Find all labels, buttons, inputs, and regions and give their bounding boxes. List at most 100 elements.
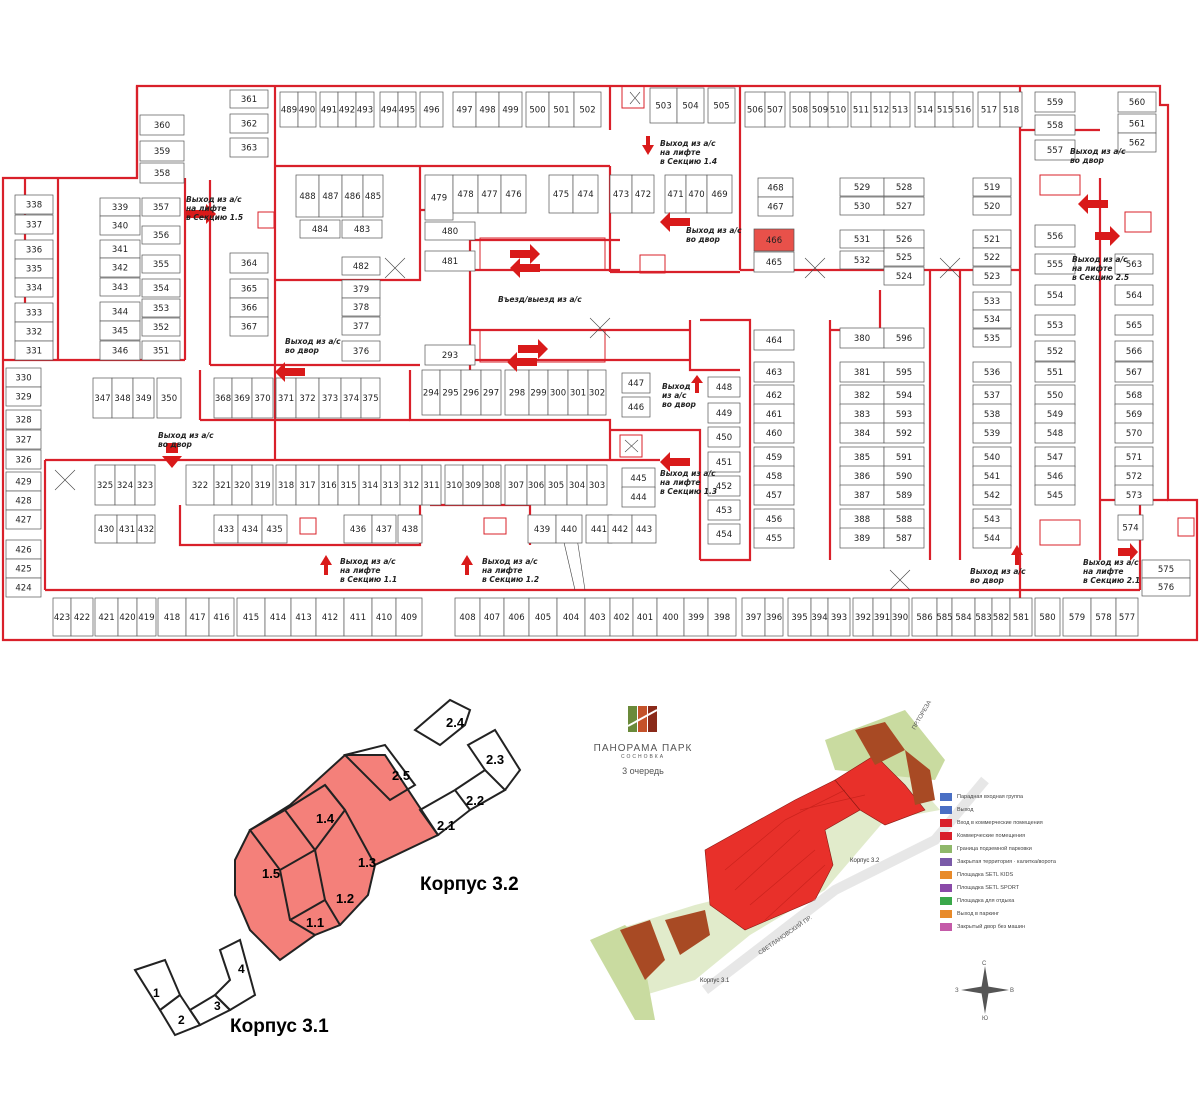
- parking-space-390[interactable]: 390: [890, 597, 910, 637]
- parking-space-535[interactable]: 535: [972, 328, 1012, 348]
- parking-space-399[interactable]: 399: [683, 597, 709, 637]
- parking-space-479[interactable]: 479: [424, 174, 454, 221]
- parking-space-489[interactable]: 489: [279, 91, 299, 128]
- parking-space-577[interactable]: 577: [1115, 597, 1139, 637]
- parking-space-509[interactable]: 509: [809, 91, 831, 128]
- parking-space-574[interactable]: 574: [1117, 514, 1144, 541]
- parking-space-446[interactable]: 446: [621, 396, 651, 418]
- parking-space-560[interactable]: 560: [1117, 91, 1157, 113]
- parking-space-576[interactable]: 576: [1141, 577, 1191, 597]
- parking-space-444[interactable]: 444: [621, 486, 656, 508]
- parking-space-507[interactable]: 507: [764, 91, 786, 128]
- parking-space-293[interactable]: 293: [424, 344, 476, 366]
- parking-space-570[interactable]: 570: [1114, 422, 1154, 444]
- parking-space-314[interactable]: 314: [358, 464, 382, 506]
- parking-space-566[interactable]: 566: [1114, 340, 1154, 362]
- parking-space-332[interactable]: 332: [14, 321, 54, 342]
- parking-space-425[interactable]: 425: [5, 558, 42, 579]
- parking-space-345[interactable]: 345: [99, 320, 141, 341]
- parking-space-497[interactable]: 497: [452, 91, 477, 128]
- parking-space-386[interactable]: 386: [839, 465, 885, 487]
- parking-space-371[interactable]: 371: [275, 377, 297, 419]
- parking-space-561[interactable]: 561: [1117, 113, 1157, 134]
- parking-space-445[interactable]: 445: [621, 467, 656, 489]
- parking-space-328[interactable]: 328: [5, 409, 42, 430]
- parking-space-470[interactable]: 470: [685, 174, 708, 214]
- parking-space-378[interactable]: 378: [341, 297, 381, 317]
- parking-space-368[interactable]: 368: [213, 377, 233, 419]
- parking-space-590[interactable]: 590: [883, 465, 925, 487]
- parking-space-336[interactable]: 336: [14, 239, 54, 260]
- parking-space-317[interactable]: 317: [295, 464, 320, 506]
- parking-space-583[interactable]: 583: [974, 597, 993, 637]
- parking-space-398[interactable]: 398: [707, 597, 737, 637]
- parking-space-387[interactable]: 387: [839, 484, 885, 506]
- parking-space-369[interactable]: 369: [231, 377, 253, 419]
- parking-space-529[interactable]: 529: [839, 177, 885, 197]
- parking-space-380[interactable]: 380: [839, 327, 885, 349]
- parking-space-525[interactable]: 525: [883, 247, 925, 267]
- parking-space-443[interactable]: 443: [631, 514, 657, 544]
- parking-space-464[interactable]: 464: [753, 329, 795, 351]
- parking-space-450[interactable]: 450: [707, 426, 741, 448]
- parking-space-388[interactable]: 388: [839, 508, 885, 530]
- parking-space-353[interactable]: 353: [141, 298, 181, 318]
- parking-space-548[interactable]: 548: [1034, 422, 1076, 444]
- parking-space-439[interactable]: 439: [527, 514, 557, 544]
- parking-space-302[interactable]: 302: [587, 369, 607, 416]
- parking-space-478[interactable]: 478: [452, 174, 479, 214]
- parking-space-513[interactable]: 513: [889, 91, 911, 128]
- parking-space-453[interactable]: 453: [707, 499, 741, 521]
- parking-space-547[interactable]: 547: [1034, 446, 1076, 468]
- parking-space-534[interactable]: 534: [972, 309, 1012, 329]
- parking-space-487[interactable]: 487: [318, 174, 343, 218]
- parking-space-533[interactable]: 533: [972, 291, 1012, 311]
- parking-space-410[interactable]: 410: [371, 597, 397, 637]
- parking-space-499[interactable]: 499: [498, 91, 523, 128]
- parking-space-486[interactable]: 486: [341, 174, 364, 218]
- parking-space-505[interactable]: 505: [707, 87, 736, 124]
- parking-space-394[interactable]: 394: [810, 597, 829, 637]
- parking-space-447[interactable]: 447: [621, 372, 651, 394]
- parking-space-472[interactable]: 472: [631, 174, 655, 214]
- parking-space-429[interactable]: 429: [5, 471, 42, 492]
- parking-space-413[interactable]: 413: [290, 597, 317, 637]
- parking-space-550[interactable]: 550: [1034, 384, 1076, 406]
- parking-space-303[interactable]: 303: [586, 464, 608, 506]
- parking-space-448[interactable]: 448: [707, 376, 741, 398]
- parking-space-579[interactable]: 579: [1062, 597, 1092, 637]
- parking-space-417[interactable]: 417: [185, 597, 210, 637]
- parking-space-564[interactable]: 564: [1114, 284, 1154, 306]
- parking-space-338[interactable]: 338: [14, 194, 54, 215]
- parking-space-343[interactable]: 343: [99, 277, 141, 297]
- parking-space-373[interactable]: 373: [318, 377, 342, 419]
- parking-space-311[interactable]: 311: [421, 464, 442, 506]
- parking-space-469[interactable]: 469: [706, 174, 733, 214]
- parking-space-588[interactable]: 588: [883, 508, 925, 530]
- parking-space-392[interactable]: 392: [852, 597, 874, 637]
- parking-space-330[interactable]: 330: [5, 367, 42, 388]
- parking-space-426[interactable]: 426: [5, 539, 42, 560]
- parking-space-559[interactable]: 559: [1034, 91, 1076, 113]
- parking-space-526[interactable]: 526: [883, 229, 925, 249]
- parking-space-575[interactable]: 575: [1141, 559, 1191, 579]
- parking-space-567[interactable]: 567: [1114, 361, 1154, 383]
- parking-space-549[interactable]: 549: [1034, 403, 1076, 425]
- parking-space-404[interactable]: 404: [556, 597, 586, 637]
- parking-space-596[interactable]: 596: [883, 327, 925, 349]
- parking-space-409[interactable]: 409: [395, 597, 423, 637]
- parking-space-542[interactable]: 542: [972, 484, 1012, 506]
- parking-space-467[interactable]: 467: [757, 196, 794, 217]
- parking-space-296[interactable]: 296: [460, 369, 482, 416]
- parking-space-556[interactable]: 556: [1034, 224, 1076, 248]
- parking-space-372[interactable]: 372: [295, 377, 320, 419]
- parking-space-573[interactable]: 573: [1114, 484, 1154, 506]
- parking-space-510[interactable]: 510: [827, 91, 849, 128]
- parking-space-537[interactable]: 537: [972, 384, 1012, 406]
- parking-space-498[interactable]: 498: [475, 91, 500, 128]
- parking-space-377[interactable]: 377: [341, 316, 381, 336]
- parking-space-351[interactable]: 351: [141, 340, 181, 361]
- parking-space-459[interactable]: 459: [753, 446, 795, 468]
- parking-space-521[interactable]: 521: [972, 229, 1012, 249]
- parking-space-485[interactable]: 485: [362, 174, 384, 218]
